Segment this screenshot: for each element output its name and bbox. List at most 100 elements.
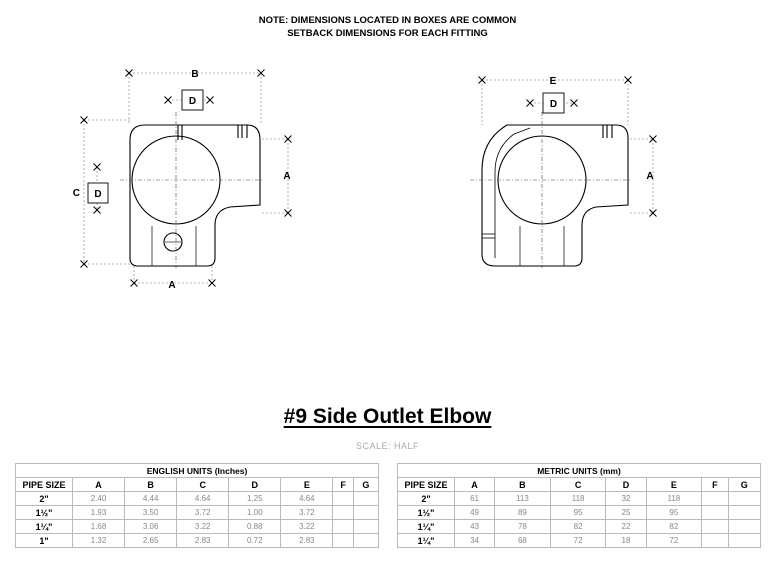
table-cell: 4.64 [176, 491, 230, 506]
table-cell [352, 491, 380, 506]
table-cell: 1.68 [71, 519, 126, 534]
label-c: C [73, 188, 80, 199]
table-cell: 82 [549, 519, 607, 534]
table-cell: 82 [645, 519, 703, 534]
table-cell [701, 533, 729, 548]
table-cell [701, 519, 729, 534]
table-cell: 22 [605, 519, 647, 534]
pipe-size-cell: 2" [397, 491, 455, 506]
english-header-row: PIPE SIZE A B C D E F G [15, 477, 380, 492]
table-cell [332, 491, 354, 506]
table-cell: 3.72 [280, 505, 334, 520]
table-cell: 4.64 [280, 491, 334, 506]
table-cell: 95 [549, 505, 607, 520]
table-cell [352, 519, 380, 534]
note-line-1: NOTE: DIMENSIONS LOCATED IN BOXES ARE CO… [258, 15, 517, 26]
table-cell: 2.40 [71, 491, 126, 506]
table-cell: 32 [605, 491, 647, 506]
header-cell: C [176, 477, 230, 492]
scale-label: SCALE: HALF [355, 441, 420, 451]
label-a-right: A [283, 171, 290, 182]
table-cell [332, 533, 354, 548]
front-view [129, 124, 261, 267]
table-cell: 95 [645, 505, 703, 520]
table-cell: 43 [453, 519, 496, 534]
table-cell [701, 505, 729, 520]
table-cell: 2.65 [124, 533, 178, 548]
table-cell: 3.72 [176, 505, 230, 520]
pipe-size-cell: 1¼" [397, 533, 455, 548]
header-cell: D [228, 477, 282, 492]
table-cell [352, 505, 380, 520]
table-cell: 72 [549, 533, 607, 548]
header-cell: A [453, 477, 496, 492]
table-cell: 89 [494, 505, 551, 520]
label-a-bottom: A [168, 280, 175, 291]
table-cell: 113 [494, 491, 551, 506]
header-cell: E [645, 477, 703, 492]
table-row: 1" 1.32 2.65 2.83 0.72 2.83 [15, 533, 380, 548]
header-cell: PIPE SIZE [15, 477, 73, 492]
pipe-size-cell: 1" [15, 533, 73, 548]
table-cell: 61 [453, 491, 496, 506]
fitting-title-text: #9 Side Outlet Elbow [283, 405, 492, 428]
table-cell: 1.25 [228, 491, 282, 506]
english-units-caption: ENGLISH UNITS (Inches) [15, 463, 379, 478]
header-cell: F [332, 477, 354, 492]
table-cell: 4.44 [124, 491, 178, 506]
english-units-table: ENGLISH UNITS (Inches) PIPE SIZE A B C D… [15, 463, 380, 548]
metric-units-table: METRIC UNITS (mm) PIPE SIZE A B C D E F … [397, 463, 762, 548]
header-cell: B [124, 477, 178, 492]
label-d-top-right: D [550, 99, 557, 110]
note-line-2: SETBACK DIMENSIONS FOR EACH FITTING [287, 28, 488, 39]
table-cell [727, 533, 762, 548]
table-cell: 0.88 [228, 519, 282, 534]
header-cell: A [71, 477, 126, 492]
technical-drawing: B D C D A A E D A [73, 69, 657, 291]
pipe-size-cell: 1½" [397, 505, 455, 520]
table-row: 1½" 1.93 3.50 3.72 1.00 3.72 [15, 505, 380, 520]
pipe-size-cell: 1¼" [397, 519, 455, 534]
table-row: 2" 2.40 4.44 4.64 1.25 4.64 [15, 491, 380, 506]
label-b: B [191, 69, 198, 80]
side-view [481, 124, 629, 267]
dimension-note: NOTE: DIMENSIONS LOCATED IN BOXES ARE CO… [0, 14, 775, 40]
label-e: E [550, 76, 557, 87]
table-row: 1¼" 34 68 72 18 72 [397, 533, 762, 548]
table-row: 1½" 49 89 95 25 95 [397, 505, 762, 520]
header-cell: PIPE SIZE [397, 477, 455, 492]
table-cell: 3.06 [124, 519, 178, 534]
table-cell: 1.00 [228, 505, 282, 520]
table-cell: 18 [605, 533, 647, 548]
table-row: 2" 61 113 118 32 118 [397, 491, 762, 506]
table-cell [332, 519, 354, 534]
table-cell: 25 [605, 505, 647, 520]
table-row: 1¼" 43 78 82 22 82 [397, 519, 762, 534]
table-cell [727, 519, 762, 534]
table-cell: 118 [645, 491, 703, 506]
table-cell: 3.22 [280, 519, 334, 534]
table-cell: 3.50 [124, 505, 178, 520]
pipe-size-cell: 2" [15, 491, 73, 506]
table-cell [727, 491, 762, 506]
table-cell: 72 [645, 533, 703, 548]
pipe-size-cell: 1¼" [15, 519, 73, 534]
table-cell: 34 [453, 533, 496, 548]
table-cell: 3.22 [176, 519, 230, 534]
header-cell: G [352, 477, 380, 492]
metric-header-row: PIPE SIZE A B C D E F G [397, 477, 762, 492]
header-cell: F [701, 477, 729, 492]
table-cell: 68 [494, 533, 551, 548]
label-d-side: D [94, 189, 101, 200]
table-row: 1¼" 1.68 3.06 3.22 0.88 3.22 [15, 519, 380, 534]
table-cell: 0.72 [228, 533, 282, 548]
table-cell: 49 [453, 505, 496, 520]
header-cell: B [494, 477, 551, 492]
header-cell: G [727, 477, 762, 492]
label-d-top-left: D [189, 96, 196, 107]
table-cell: 2.83 [176, 533, 230, 548]
table-cell: 2.83 [280, 533, 334, 548]
table-cell: 1.93 [71, 505, 126, 520]
table-cell [352, 533, 380, 548]
table-cell: 78 [494, 519, 551, 534]
